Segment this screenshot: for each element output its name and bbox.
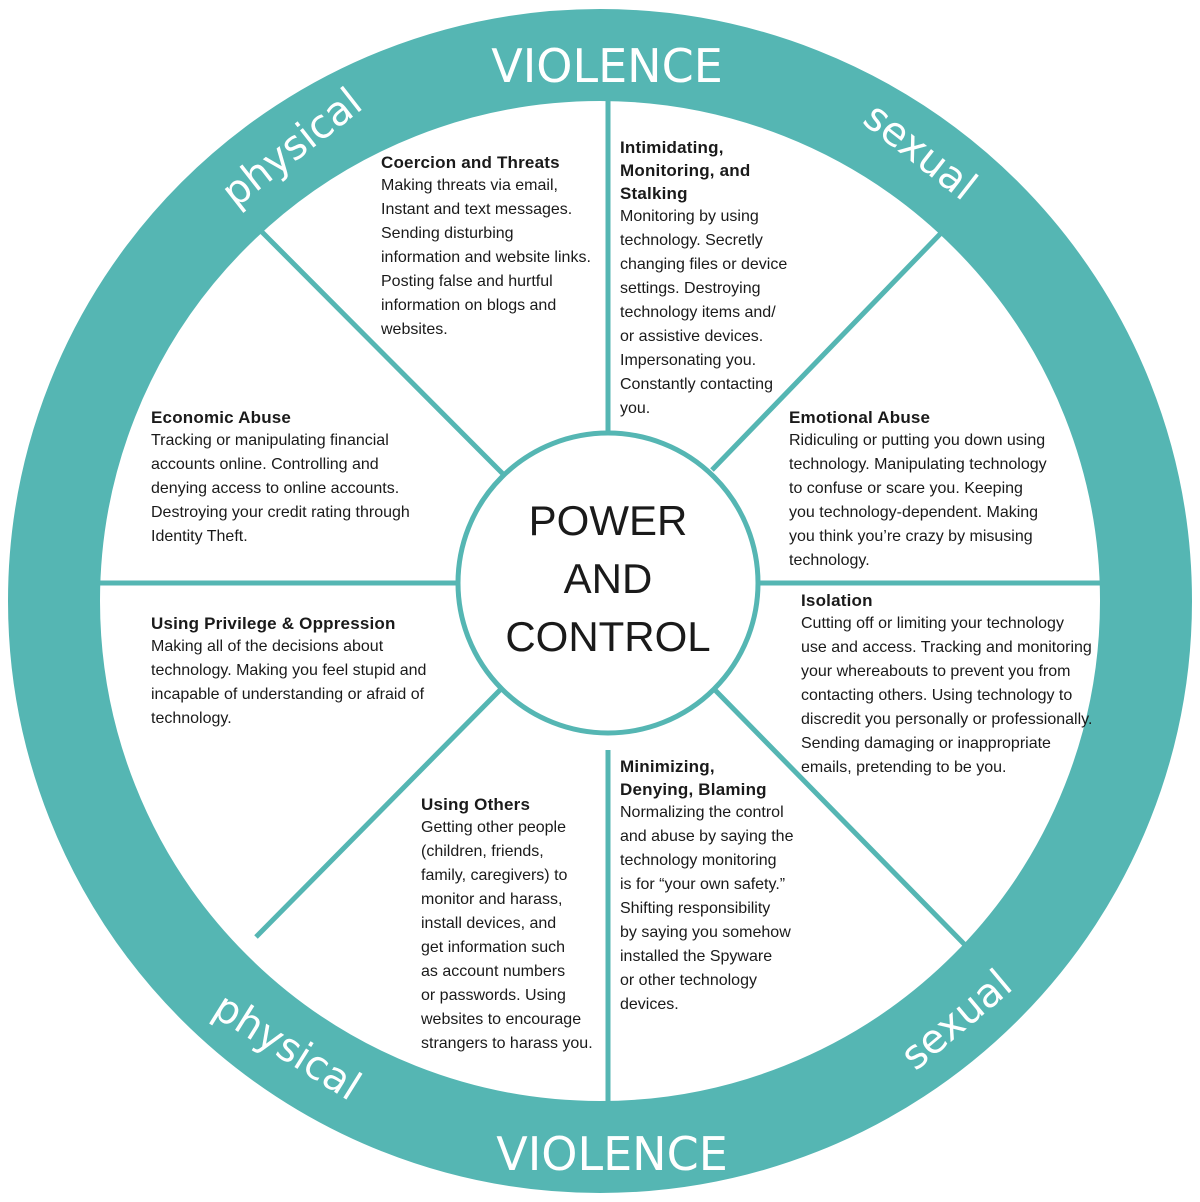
segment-title: Coercion and Threats — [381, 153, 560, 172]
segment-title: Intimidating, Monitoring, and Stalking — [620, 138, 751, 203]
center-line-and: AND — [564, 555, 653, 602]
segment-title: Using Others — [421, 795, 531, 814]
rim-label-violence-top: VIOLENCE — [491, 39, 723, 93]
segment-using-others: Using Others Getting other people (child… — [421, 793, 611, 1056]
spoke-lower-left — [254, 688, 502, 939]
segment-body: Making threats via email, Instant and te… — [381, 177, 591, 338]
outer-ring — [8, 9, 1192, 1193]
segment-body: Making all of the decisions about techno… — [151, 638, 427, 727]
segment-isolation: Isolation Cutting off or limiting your t… — [801, 589, 1101, 780]
spoke-upper-right — [710, 228, 946, 472]
spokes — [92, 96, 1108, 1108]
center-line-power: POWER — [529, 497, 688, 544]
segment-body: Normalizing the control and abuse by say… — [620, 804, 794, 1013]
segment-coercion-threats: Coercion and Threats Making threats via … — [381, 151, 611, 342]
segment-intimidating: Intimidating, Monitoring, and Stalking M… — [620, 136, 820, 421]
spoke-lower-right — [713, 688, 970, 950]
segment-title: Minimizing, Denying, Blaming — [620, 757, 767, 799]
rim-label-violence-bottom: VIOLENCE — [496, 1127, 728, 1181]
spoke-upper-left — [256, 226, 505, 476]
segment-body: Cutting off or limiting your technology … — [801, 615, 1093, 776]
segment-privilege-oppression: Using Privilege & Oppression Making all … — [151, 612, 451, 731]
segment-minimizing: Minimizing, Denying, Blaming Normalizing… — [620, 755, 820, 1017]
center-line-control: CONTROL — [505, 613, 710, 660]
segment-economic-abuse: Economic Abuse Tracking or manipulating … — [151, 406, 441, 549]
segment-body: Monitoring by using technology. Secretly… — [620, 208, 788, 417]
segment-body: Getting other people (children, friends,… — [421, 819, 593, 1052]
segment-emotional-abuse: Emotional Abuse Ridiculing or putting yo… — [789, 406, 1079, 573]
segment-title: Emotional Abuse — [789, 408, 931, 427]
segment-title: Using Privilege & Oppression — [151, 614, 396, 633]
segment-body: Ridiculing or putting you down using tec… — [789, 432, 1047, 569]
segment-title: Isolation — [801, 591, 873, 610]
center-circle — [455, 430, 761, 736]
segment-body: Tracking or manipulating financial accou… — [151, 432, 410, 545]
segment-title: Economic Abuse — [151, 408, 292, 427]
